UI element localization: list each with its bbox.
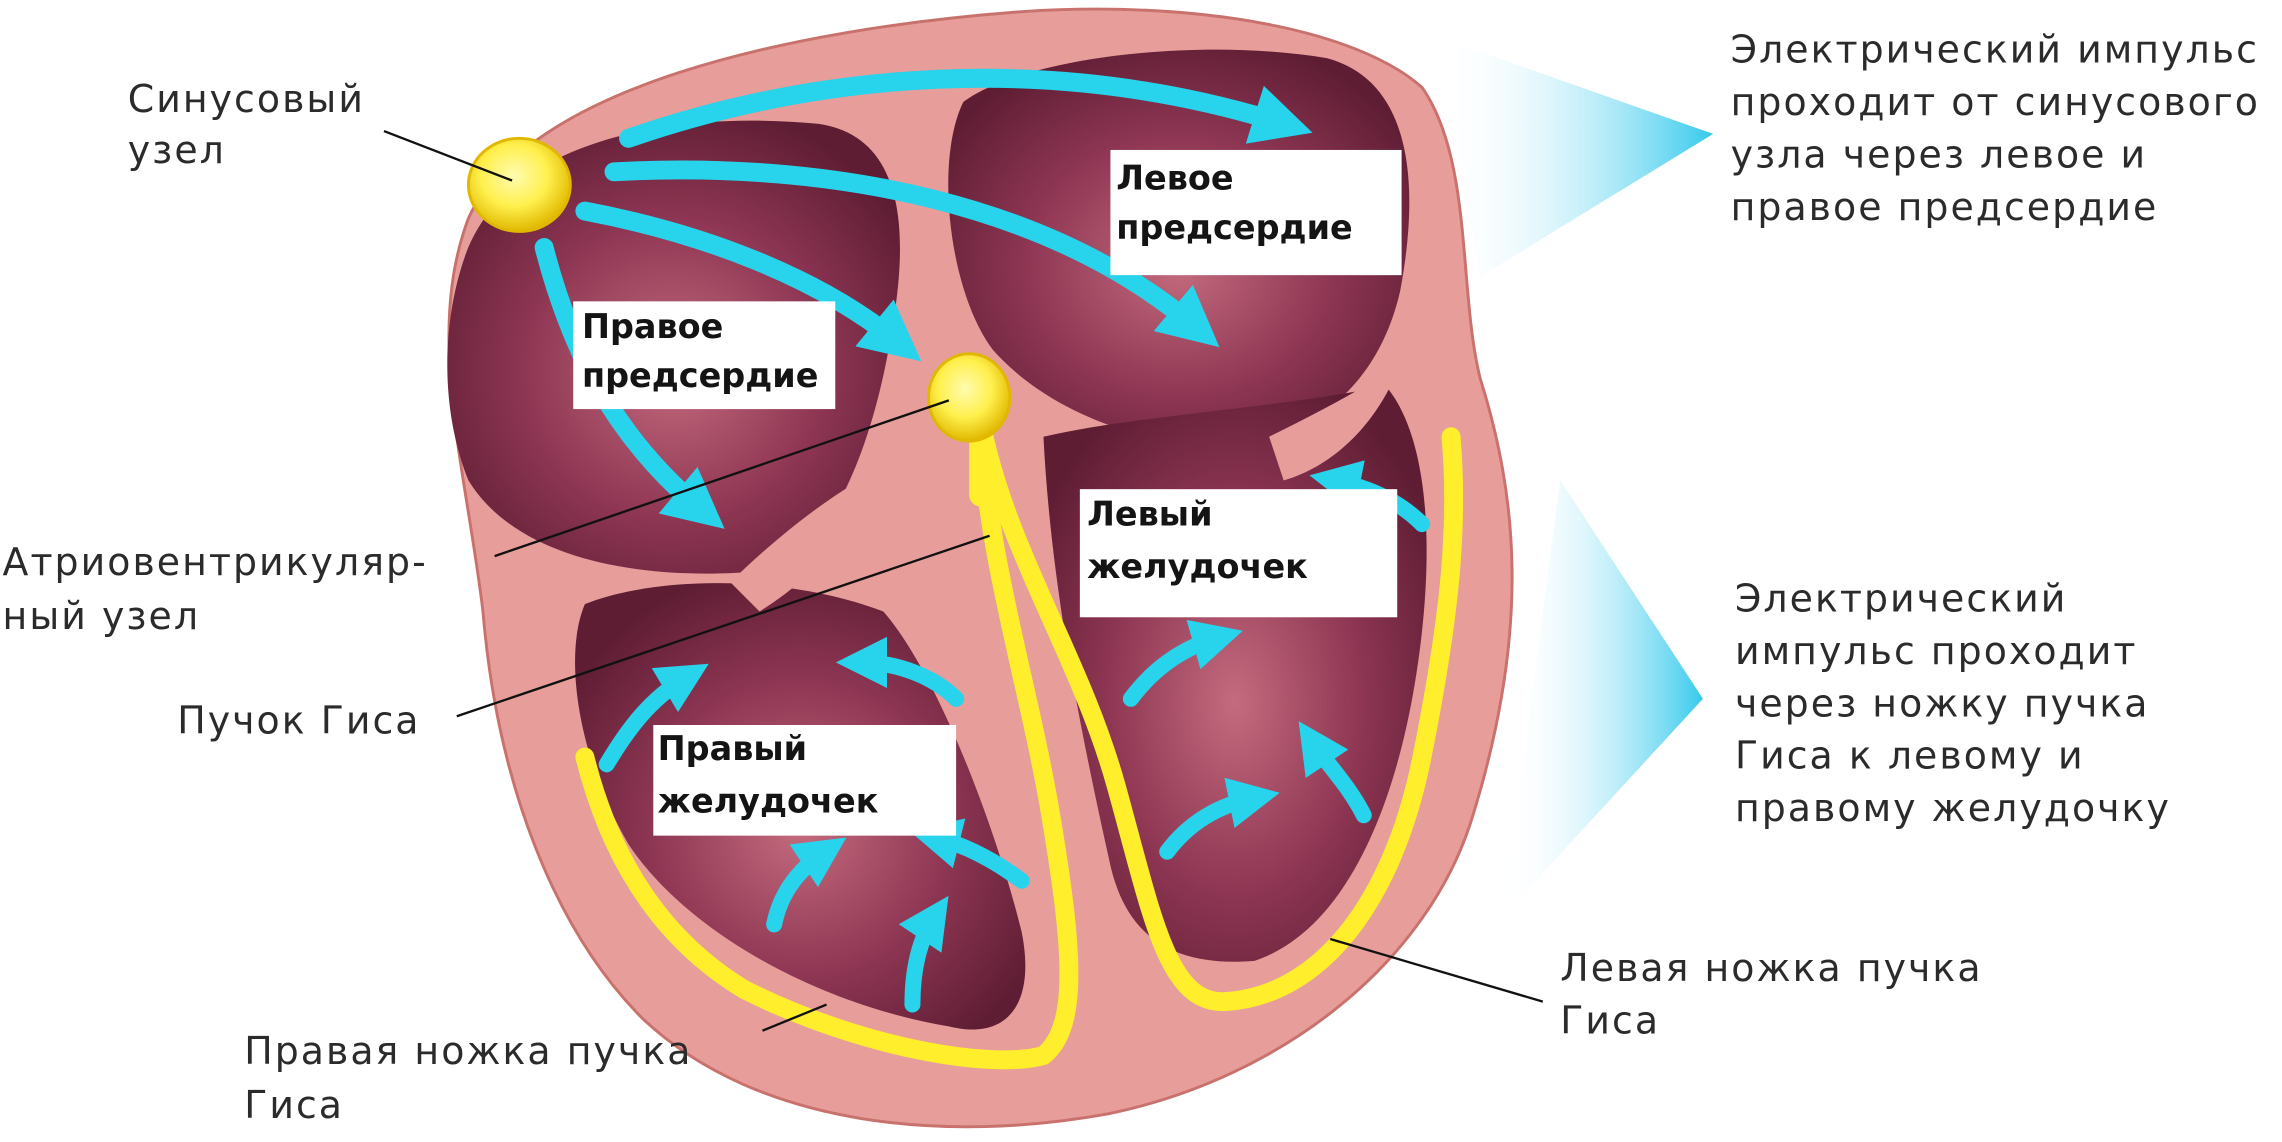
right-bundle-branch-label: Правая ножка пучка Гиса bbox=[244, 1029, 706, 1127]
sinus-node-icon bbox=[468, 138, 570, 231]
right-atrium-label-line-2: предсердие bbox=[582, 356, 819, 395]
atria-impulse-note-line-1: Электрический импульс bbox=[1731, 28, 2259, 72]
left-bundle-branch-label: Левая ножка пучка Гиса bbox=[1560, 946, 1996, 1042]
upper-callout-wedge-icon bbox=[1437, 36, 1714, 276]
left-ventricle-label-line-2: желудочек bbox=[1087, 547, 1308, 586]
right-bundle-branch-label-line-2: Гиса bbox=[244, 1083, 344, 1127]
lower-callout-wedge-icon bbox=[1502, 480, 1703, 917]
atria-impulse-note: Электрический импульс проходит от синусо… bbox=[1731, 28, 2274, 229]
ventricles-impulse-note-line-2: импульс проходит bbox=[1735, 629, 2137, 673]
his-bundle-label: Пучок Гиса bbox=[177, 699, 420, 743]
left-bundle-branch-label-line-2: Гиса bbox=[1560, 999, 1660, 1043]
sinus-node-label-line-2: узел bbox=[128, 128, 226, 172]
right-ventricle-label-line-1: Правый bbox=[658, 729, 807, 768]
ventricles-impulse-note-line-1: Электрический bbox=[1735, 576, 2067, 620]
av-node-label: Атриовентрикуляр- ный узел bbox=[3, 540, 442, 638]
right-ventricle-label-line-2: желудочек bbox=[658, 781, 879, 820]
ventricles-impulse-note-line-4: Гиса к левому и bbox=[1735, 734, 2085, 778]
atria-impulse-note-line-3: узла через левое и bbox=[1731, 132, 2148, 176]
left-ventricle-label-line-1: Левый bbox=[1087, 495, 1212, 534]
right-bundle-branch-label-line-1: Правая ножка пучка bbox=[244, 1029, 692, 1073]
av-node-label-line-2: ный узел bbox=[3, 594, 201, 638]
av-node-label-line-1: Атриовентрикуляр- bbox=[3, 540, 428, 584]
ventricles-impulse-note-line-3: через ножку пучка bbox=[1735, 681, 2150, 725]
atria-impulse-note-line-4: правое предсердие bbox=[1731, 185, 2159, 229]
left-atrium-label-line-2: предсердие bbox=[1116, 208, 1353, 247]
ventricles-impulse-note: Электрический импульс проходит через нож… bbox=[1735, 576, 2171, 830]
sinus-node-label-line-1: Синусовый bbox=[128, 77, 365, 121]
left-bundle-branch-label-line-1: Левая ножка пучка bbox=[1560, 946, 1982, 990]
sinus-node-label: Синусовый узел bbox=[128, 77, 379, 172]
ventricles-impulse-note-line-5: правому желудочку bbox=[1735, 786, 2171, 830]
atria-impulse-note-line-2: проходит от синусового bbox=[1731, 80, 2260, 124]
av-node-icon bbox=[928, 354, 1010, 441]
left-atrium-label-line-1: Левое bbox=[1116, 158, 1233, 197]
right-atrium-label-line-1: Правое bbox=[582, 307, 723, 346]
